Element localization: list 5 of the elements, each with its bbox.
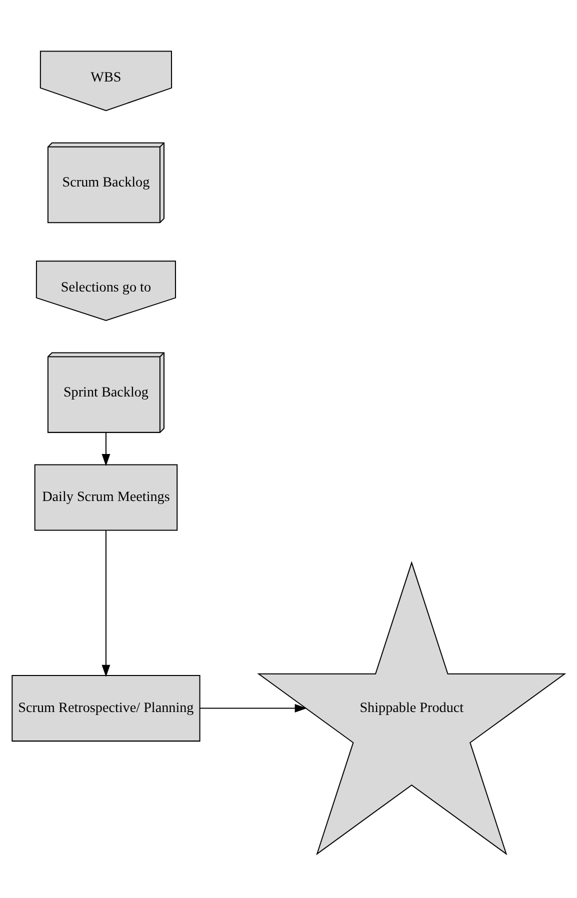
arrow (102, 432, 110, 466)
node-box: Daily Scrum Meetings (34, 464, 178, 530)
arrow (200, 704, 307, 712)
arrow (102, 530, 110, 676)
node-box: Scrum Retrospective/ Planning (12, 674, 200, 742)
